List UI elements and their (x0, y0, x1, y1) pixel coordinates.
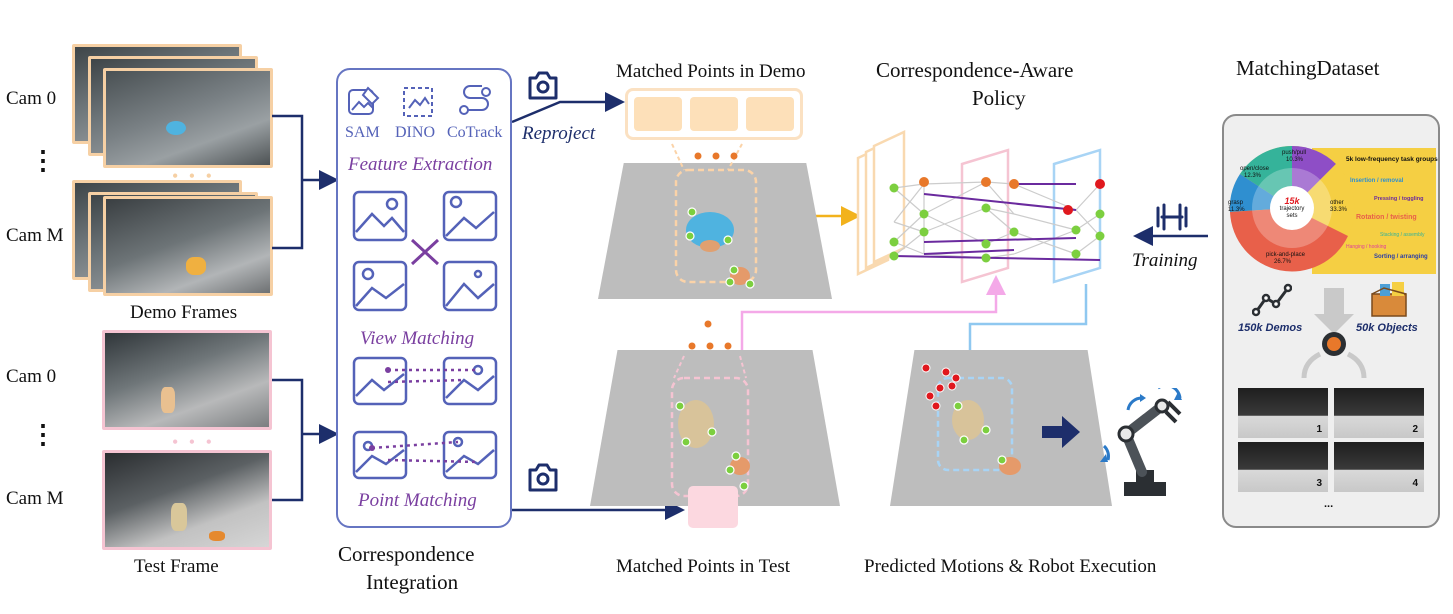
point-matching-label: Point Matching (358, 490, 477, 511)
policy-title-line2: Policy (972, 86, 1026, 110)
integration-title-line1: Correspondence (338, 542, 475, 566)
callout-stacking: Stacking / assembly (1380, 232, 1425, 238)
seg-pick-place: pick-and-place (1266, 252, 1306, 258)
camera-icon-bottom (528, 463, 558, 492)
trend-line-icon (1252, 283, 1292, 317)
dataset-demos: 150k Demos (1238, 322, 1303, 334)
reproject-label: Reproject (522, 123, 596, 144)
thumb-2: 2 (1334, 388, 1424, 438)
test-cam-ellipsis: ⋮ (30, 420, 56, 449)
feature-extraction-label: Feature Extraction (348, 154, 493, 175)
sam-label: SAM (345, 124, 380, 141)
policy-title-line1: Correspondence-Aware (876, 58, 1074, 82)
test-frame-camM (102, 450, 272, 550)
demo-token-strip (625, 88, 803, 140)
seg-pick-place-pct: 26.7% (1274, 259, 1292, 265)
callout-hanging: Hanging / hooking (1346, 244, 1387, 250)
policy-network-graphic (856, 130, 1105, 284)
correspondence-integration-panel (336, 68, 512, 528)
seg-push-pull-pct: 10.3% (1286, 157, 1304, 163)
thumb-3: 3 (1238, 442, 1328, 492)
right-arrow-icon (1042, 416, 1080, 448)
thumb-4: 4 (1334, 442, 1424, 492)
dumbbell-icon (1156, 203, 1188, 231)
objects-box-icon (1371, 282, 1407, 317)
demo-cam0-label: Cam 0 (6, 88, 57, 109)
callout-header: 5k low-frequency task groups (1346, 156, 1438, 163)
view-matching-label: View Matching (360, 328, 475, 349)
dataset-donut-chart (1229, 145, 1436, 274)
matched-test-title: Matched Points in Test (616, 556, 791, 577)
dataset-objects: 50k Objects (1356, 322, 1418, 334)
callout-pressing: Pressing / toggling (1374, 196, 1424, 202)
training-label: Training (1132, 250, 1198, 271)
seg-open-close: open/close (1240, 166, 1270, 172)
demo-cam-ellipsis: ⋮ (30, 146, 56, 175)
test-frame-cam0 (102, 330, 272, 430)
matched-demo-title: Matched Points in Demo (616, 61, 806, 82)
integration-title-line2: Integration (366, 570, 459, 594)
seg-other-pct: 33.3% (1330, 207, 1348, 213)
view-matching-graphic (352, 190, 498, 312)
dataset-title: MatchingDataset (1236, 56, 1380, 80)
camera-icon-top (528, 71, 558, 100)
predicted-points-graphic (921, 363, 1021, 475)
seg-grasp: grasp (1228, 200, 1244, 206)
dataset-center-line1: trajectory (1279, 206, 1305, 212)
seg-grasp-pct: 11.3% (1228, 207, 1245, 213)
predicted-title: Predicted Motions & Robot Execution (864, 556, 1157, 577)
seg-open-close-pct: 12.3% (1244, 173, 1262, 179)
test-stack-dots: • • • (172, 432, 215, 452)
cotrack-label: CoTrack (447, 124, 503, 141)
test-points-graphic (670, 320, 750, 498)
demo-camM-label: Cam M (6, 225, 64, 246)
callout-sorting: Sorting / arranging (1374, 254, 1428, 260)
dino-icon (403, 87, 433, 117)
test-camM-label: Cam M (6, 488, 64, 509)
demo-frame-front (103, 68, 273, 168)
demo-frame-m-front (103, 196, 273, 296)
dataset-flow-graphic (1301, 288, 1367, 379)
seg-other: other (1330, 200, 1344, 206)
sam-icon (348, 86, 380, 115)
robot-arm-icon (1100, 388, 1182, 496)
callout-rotation: Rotation / twisting (1356, 214, 1417, 221)
test-cam0-label: Cam 0 (6, 366, 57, 387)
dino-label: DINO (395, 124, 435, 141)
dataset-center-value: 15k (1284, 196, 1300, 206)
test-frame-caption: Test Frame (134, 556, 219, 577)
test-token (688, 486, 738, 528)
demo-frames-caption: Demo Frames (130, 302, 238, 323)
dataset-ellipsis: ... (1324, 498, 1334, 510)
test-plane (590, 350, 840, 506)
cotrack-icon (459, 85, 491, 115)
seg-push-pull: push/pull (1282, 150, 1307, 156)
callout-insertion: Insertion / removal (1350, 178, 1404, 184)
demo-points-graphic (671, 143, 758, 289)
point-matching-graphic (352, 356, 498, 480)
thumb-1: 1 (1238, 388, 1328, 438)
dataset-center-line2: sets (1286, 213, 1298, 219)
